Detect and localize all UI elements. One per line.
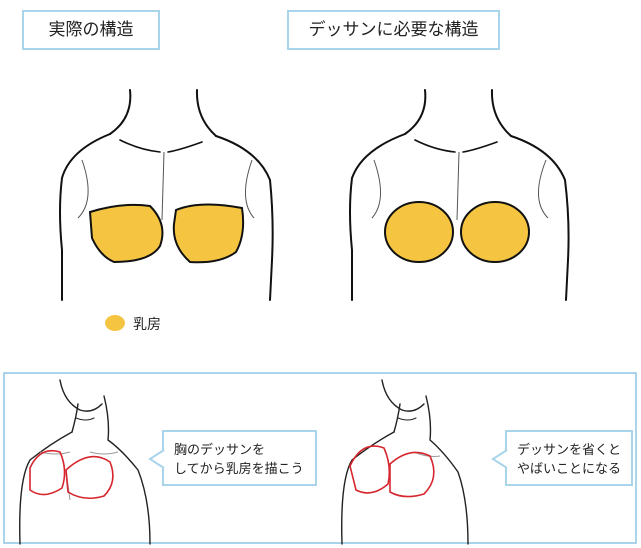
title-drawing-structure: デッサンに必要な構造 — [287, 10, 500, 50]
bubble-right-tail — [491, 449, 508, 469]
bubble-left-line-2: してから乳房を描こう — [174, 462, 304, 477]
title-drawing-structure-text: デッサンに必要な構造 — [308, 19, 479, 40]
speech-bubble-skip-warning: デッサンを省くと やばいことになる — [505, 430, 633, 486]
speech-bubble-draw-chest-first: 胸のデッサンを してから乳房を描こう — [162, 430, 317, 486]
breast-left-actual — [88, 203, 164, 264]
breast-left-drawing — [384, 201, 454, 263]
breast-right-drawing — [460, 201, 530, 263]
title-actual-structure: 実際の構造 — [22, 10, 160, 50]
legend-breast-label: 乳房 — [133, 317, 161, 333]
bubble-right-line-1: デッサンを省くと — [517, 443, 622, 458]
bubble-left-tail — [148, 449, 165, 469]
bubble-left-line-1: 胸のデッサンを — [174, 443, 266, 458]
breast-right-actual — [172, 203, 245, 264]
legend-breast-swatch — [105, 315, 125, 331]
title-actual-structure-text: 実際の構造 — [48, 19, 134, 40]
bubble-right-line-2: やばいことになる — [517, 462, 622, 477]
